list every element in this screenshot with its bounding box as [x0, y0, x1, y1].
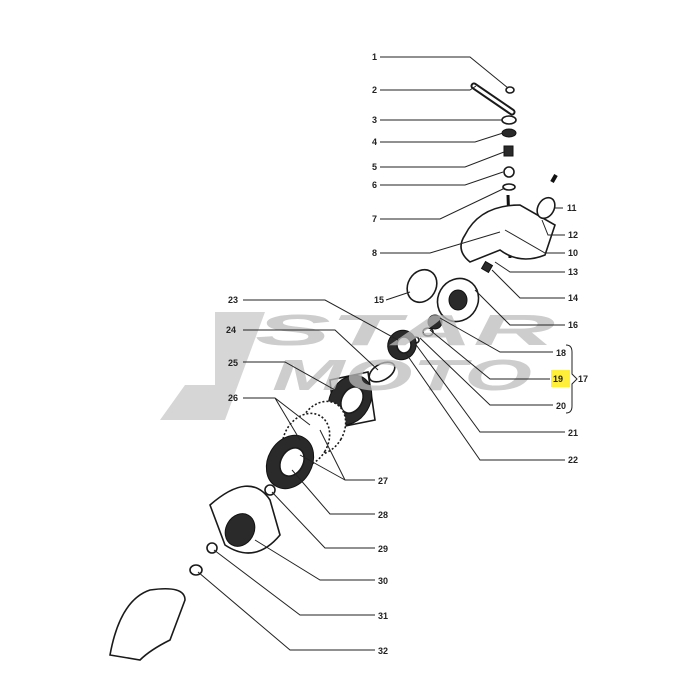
label-18: 18 [556, 348, 566, 358]
leader-lines [197, 56, 565, 651]
leader-line-26 [243, 397, 311, 441]
label-2: 2 [372, 85, 377, 95]
label-20: 20 [556, 401, 566, 411]
label-21: 21 [568, 428, 578, 438]
leader-line-24 [243, 329, 379, 371]
leader-line-14 [491, 269, 565, 299]
watermark-moto: MOTO [272, 351, 532, 400]
leader-line-19 [429, 329, 550, 380]
leader-line-22 [404, 351, 565, 461]
leader-line-13 [494, 261, 565, 273]
leader-line-16 [474, 289, 565, 326]
label-13: 13 [568, 267, 578, 277]
label-16: 16 [568, 320, 578, 330]
label-10: 10 [568, 248, 578, 258]
leader-line-4 [380, 132, 504, 143]
leader-line-32 [197, 571, 375, 651]
leader-line-21 [413, 341, 565, 433]
leader-line-30 [254, 539, 375, 581]
label-17: 17 [578, 374, 588, 384]
label-7: 7 [372, 214, 377, 224]
leader-line-23 [243, 299, 399, 341]
label-5: 5 [372, 162, 377, 172]
label-22: 22 [568, 455, 578, 465]
leader-line-29 [271, 491, 375, 549]
leader-line-25 [243, 361, 336, 391]
label-31: 31 [378, 611, 388, 621]
label-24: 24 [226, 325, 236, 335]
leader-line-20 [419, 337, 553, 406]
leader-line-6 [380, 171, 504, 186]
label-28: 28 [378, 510, 388, 520]
label-25: 25 [228, 358, 238, 368]
leader-line-7 [380, 187, 506, 220]
leader-line-8 [380, 231, 501, 254]
leader-line-31 [213, 549, 375, 616]
label-29: 29 [378, 544, 388, 554]
leader-line-28 [291, 469, 375, 515]
label-3: 3 [372, 115, 377, 125]
leader-line-2 [380, 85, 477, 91]
label-11: 11 [567, 203, 577, 213]
label-23: 23 [228, 295, 238, 305]
label-14: 14 [568, 293, 578, 303]
watermark-logo: STAR MOTO [160, 306, 556, 420]
label-12: 12 [568, 230, 578, 240]
parts [109, 82, 558, 661]
label-4: 4 [372, 137, 377, 147]
leader-line-27 [299, 429, 375, 481]
leader-line-12 [541, 219, 565, 236]
label-6: 6 [372, 180, 377, 190]
highlight-marker [551, 370, 570, 387]
label-30: 30 [378, 576, 388, 586]
leader-line-18 [439, 317, 553, 353]
label-32: 32 [378, 646, 388, 656]
leader-line-15 [385, 291, 411, 301]
label-8: 8 [372, 248, 377, 258]
label-26: 26 [228, 393, 238, 403]
leader-line-5 [380, 151, 505, 168]
leader-line-10 [504, 229, 565, 254]
label-15: 15 [374, 295, 384, 305]
label-19: 19 [553, 374, 563, 384]
label-27: 27 [378, 476, 388, 486]
leader-line-1 [380, 56, 509, 89]
group-bracket [565, 344, 578, 414]
label-1: 1 [372, 52, 377, 62]
